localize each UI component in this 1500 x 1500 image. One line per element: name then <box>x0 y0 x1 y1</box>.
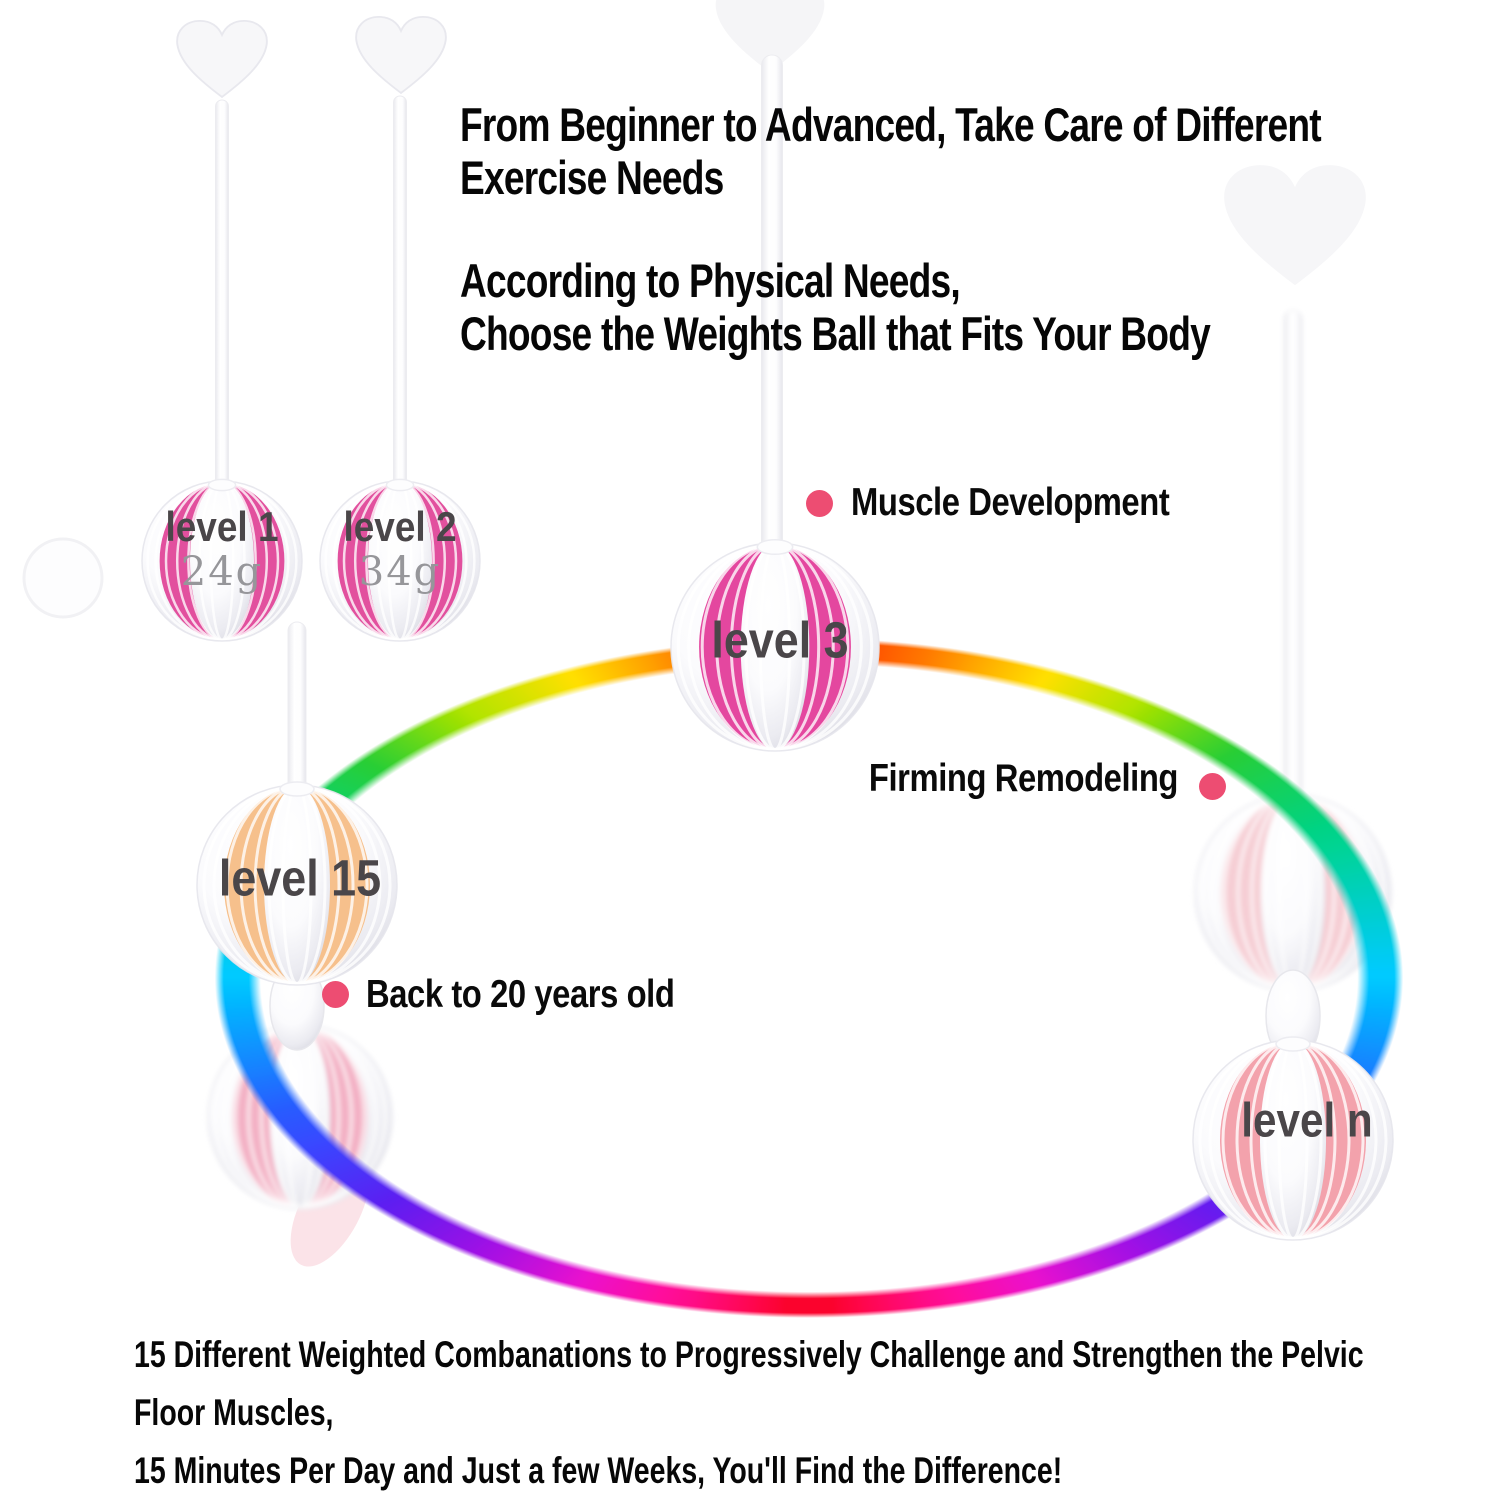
footer-line-3: 15 Minutes Per Day and Just a few Weeks,… <box>134 1450 1063 1491</box>
headline-line-4: Choose the Weights Ball that Fits Your B… <box>460 307 1211 360</box>
level-3-label: level 3 <box>711 611 849 669</box>
level-1-heart-tip <box>176 20 268 99</box>
firming-remodeling-label: Firming Remodeling <box>868 757 1179 800</box>
back-to-20-years-old-label: Back to 20 years old <box>366 973 675 1016</box>
level-15-label: level 15 <box>218 849 382 907</box>
rainbow-level-ring <box>213 637 1405 1319</box>
headline-line-1: From Beginner to Advanced, Take Care of … <box>460 98 1322 151</box>
level-2-heart-tip <box>355 16 447 95</box>
footer-line-1: 15 Different Weighted Combanations to Pr… <box>134 1334 1364 1375</box>
ghost-ball-outline <box>22 537 104 619</box>
ghost-heart <box>715 0 825 73</box>
level-2-label: level 2 <box>343 503 457 550</box>
muscle-development-dot <box>806 490 833 517</box>
level-n-label: level n <box>1241 1094 1373 1148</box>
headline-secondary: According to Physical Needs, Choose the … <box>460 254 1409 360</box>
kegel-ball-level-15 <box>196 781 398 986</box>
kegel-ball-level-2 <box>319 478 481 642</box>
level-2-weight: 34g <box>358 549 442 595</box>
kegel-ball-level-3 <box>670 538 880 752</box>
level-1-weight: 24g <box>180 549 264 595</box>
headline-primary: From Beginner to Advanced, Take Care of … <box>460 98 1500 204</box>
headline-line-2: Exercise Needs <box>460 151 724 204</box>
footer-text: 15 Different Weighted Combanations to Pr… <box>134 1326 1500 1500</box>
kegel-ball-level-1 <box>141 478 303 642</box>
footer-line-2: Floor Muscles, <box>134 1392 334 1433</box>
kegel-ball-level-n <box>1192 1036 1394 1241</box>
headline-line-3: According to Physical Needs, <box>460 254 961 307</box>
back-to-20-years-old-dot <box>322 981 349 1008</box>
level-1-label: level 1 <box>165 503 279 550</box>
ghost-heart-stem-top <box>1224 165 1366 286</box>
muscle-development-label: Muscle Development <box>851 481 1170 524</box>
firming-remodeling-dot <box>1199 773 1226 800</box>
